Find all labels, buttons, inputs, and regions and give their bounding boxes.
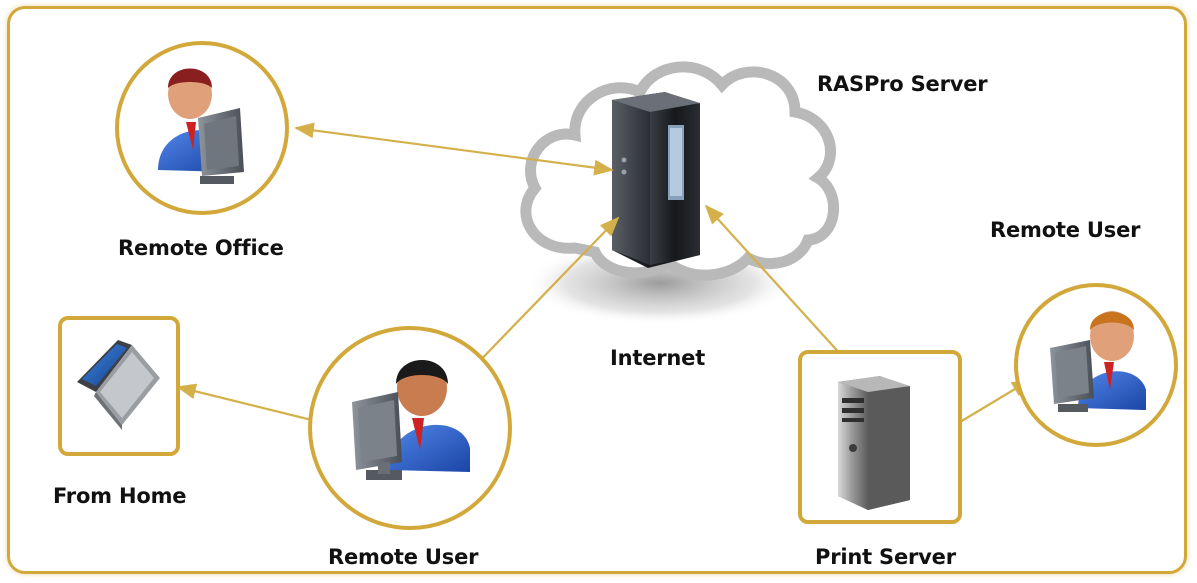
label-remote-user-center: Remote User	[328, 545, 479, 569]
label-print-server: Print Server	[815, 545, 956, 569]
remote-user-right-node	[1014, 283, 1178, 447]
remote-office-node	[115, 41, 289, 215]
user-at-computer-icon	[158, 68, 244, 184]
print-server-node	[798, 350, 962, 524]
connector-remote-user-center	[465, 216, 620, 376]
from-home-node	[58, 316, 180, 456]
connector-print-server	[704, 204, 855, 370]
connector-remote-office	[294, 122, 614, 176]
label-internet: Internet	[610, 346, 706, 370]
label-remote-office: Remote Office	[118, 236, 284, 260]
user-at-computer-icon	[352, 360, 470, 480]
connectors	[176, 122, 1032, 448]
laptop-icon	[77, 340, 160, 430]
remote-user-center-node	[308, 326, 512, 530]
user-at-computer-icon	[1050, 311, 1146, 412]
label-from-home: From Home	[53, 484, 187, 508]
label-remote-user-right: Remote User	[990, 218, 1141, 242]
print-server-tower-icon	[838, 376, 910, 510]
server-tower-icon	[612, 92, 700, 268]
label-raspro-server: RASPro Server	[817, 72, 988, 96]
